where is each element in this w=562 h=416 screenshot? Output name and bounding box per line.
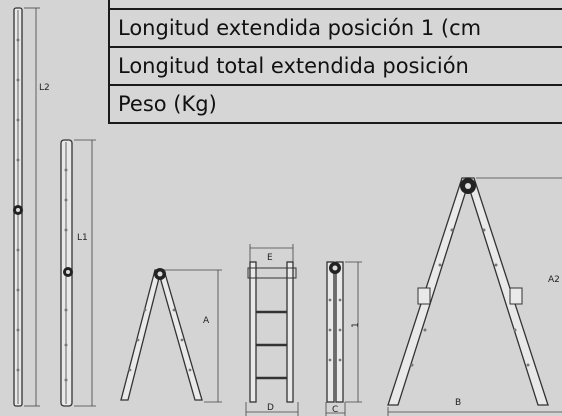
dim-label-l2: L2 bbox=[39, 83, 50, 93]
dim-label-a: A bbox=[203, 316, 210, 326]
dim-label-b: B bbox=[455, 398, 461, 408]
dim-label-c: C bbox=[332, 405, 338, 415]
dim-label-l1: L1 bbox=[77, 233, 88, 243]
ladder-extended-straight: L2 bbox=[13, 7, 50, 407]
spec-table-row: Longitud total extendida posición bbox=[108, 46, 562, 86]
spec-table-row bbox=[108, 0, 562, 10]
spec-row-total-extended-length: Longitud total extendida posición bbox=[108, 46, 562, 86]
spec-table-cell bbox=[108, 0, 562, 10]
ladder-straight-position: L1 bbox=[60, 139, 96, 407]
ladder-a-frame-large: A2 B bbox=[387, 177, 562, 416]
dim-label-a2: A2 bbox=[548, 275, 560, 285]
dim-label-1: 1 bbox=[351, 322, 361, 328]
spec-table-row: Longitud extendida posición 1 (cm bbox=[108, 8, 562, 48]
spec-row-weight: Peso (Kg) bbox=[108, 84, 562, 124]
spec-row-extended-length-pos1: Longitud extendida posición 1 (cm bbox=[108, 8, 562, 48]
ladder-side-view-folded: 1 C bbox=[325, 261, 362, 416]
ladder-a-frame-small: A bbox=[120, 268, 222, 403]
ladder-front-view: E D bbox=[245, 244, 299, 416]
spec-table-row: Peso (Kg) bbox=[108, 84, 562, 124]
spec-table: Longitud extendida posición 1 (cm Longit… bbox=[108, 0, 562, 124]
dim-label-d: D bbox=[267, 403, 274, 413]
dim-label-e: E bbox=[267, 253, 273, 263]
